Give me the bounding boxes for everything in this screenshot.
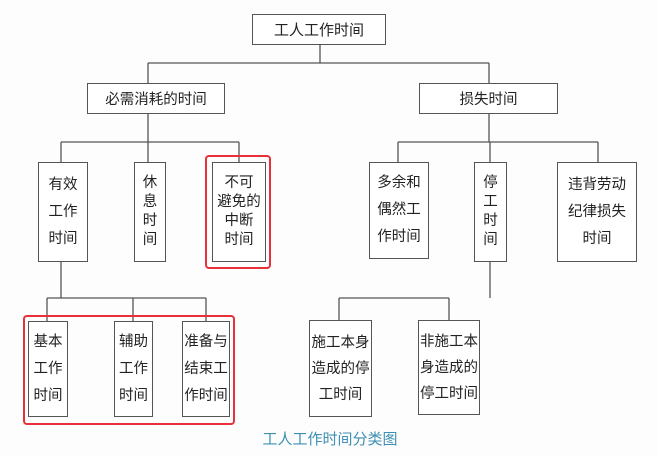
node-label: 基本 工作 时间 <box>33 333 63 404</box>
node-label: 停 工 时 间 <box>483 175 498 248</box>
node-auxiliary-work: 辅助 工作 时间 <box>114 321 153 417</box>
highlight-frame <box>205 155 271 269</box>
highlight-frame <box>23 315 235 425</box>
node-extra-work: 多余和 偶然工 作时间 <box>369 162 429 259</box>
node-label: 损失时间 <box>459 92 518 108</box>
connector-effective <box>46 262 207 321</box>
node-root: 工人工作时间 <box>252 14 386 45</box>
node-loss-time: 损失时间 <box>419 83 558 114</box>
node-label: 准备与 结束工 作时间 <box>184 333 228 404</box>
diagram-caption: 工人工作时间分类图 <box>262 430 398 448</box>
connector-stoppage <box>338 262 491 320</box>
node-label: 违背劳动 纪律损失 时间 <box>568 176 626 247</box>
node-necessary-time: 必需消耗的时间 <box>87 83 225 114</box>
connector-necessary <box>60 113 240 162</box>
connector-root <box>147 44 490 83</box>
node-label: 施工本身 造成的停 工时间 <box>311 334 370 403</box>
node-label: 辅助 工作 时间 <box>119 333 148 404</box>
node-label: 不可 避免的 中断 时间 <box>217 175 261 248</box>
node-stoppage: 停 工 时 间 <box>474 162 507 262</box>
node-preparation-work: 准备与 结束工 作时间 <box>182 321 230 417</box>
node-effective-work: 有效 工作 时间 <box>38 162 88 262</box>
node-label: 必需消耗的时间 <box>105 92 207 108</box>
node-label: 有效 工作 时间 <box>48 176 78 247</box>
node-label: 非施工本 身造成的 停工时间 <box>420 333 478 402</box>
node-construction-stoppage: 施工本身 造成的停 工时间 <box>309 320 372 417</box>
node-label: 休 息 时 间 <box>142 175 158 248</box>
node-label: 多余和 偶然工 作时间 <box>377 175 421 245</box>
node-discipline-loss: 违背劳动 纪律损失 时间 <box>557 162 637 262</box>
node-label: 工人工作时间 <box>273 21 364 39</box>
node-unavoidable-interruption: 不可 避免的 中断 时间 <box>212 162 266 262</box>
node-basic-work: 基本 工作 时间 <box>28 321 68 417</box>
node-non-construction-stoppage: 非施工本 身造成的 停工时间 <box>418 320 480 415</box>
node-rest: 休 息 时 间 <box>134 162 166 262</box>
connector-loss <box>397 113 599 162</box>
